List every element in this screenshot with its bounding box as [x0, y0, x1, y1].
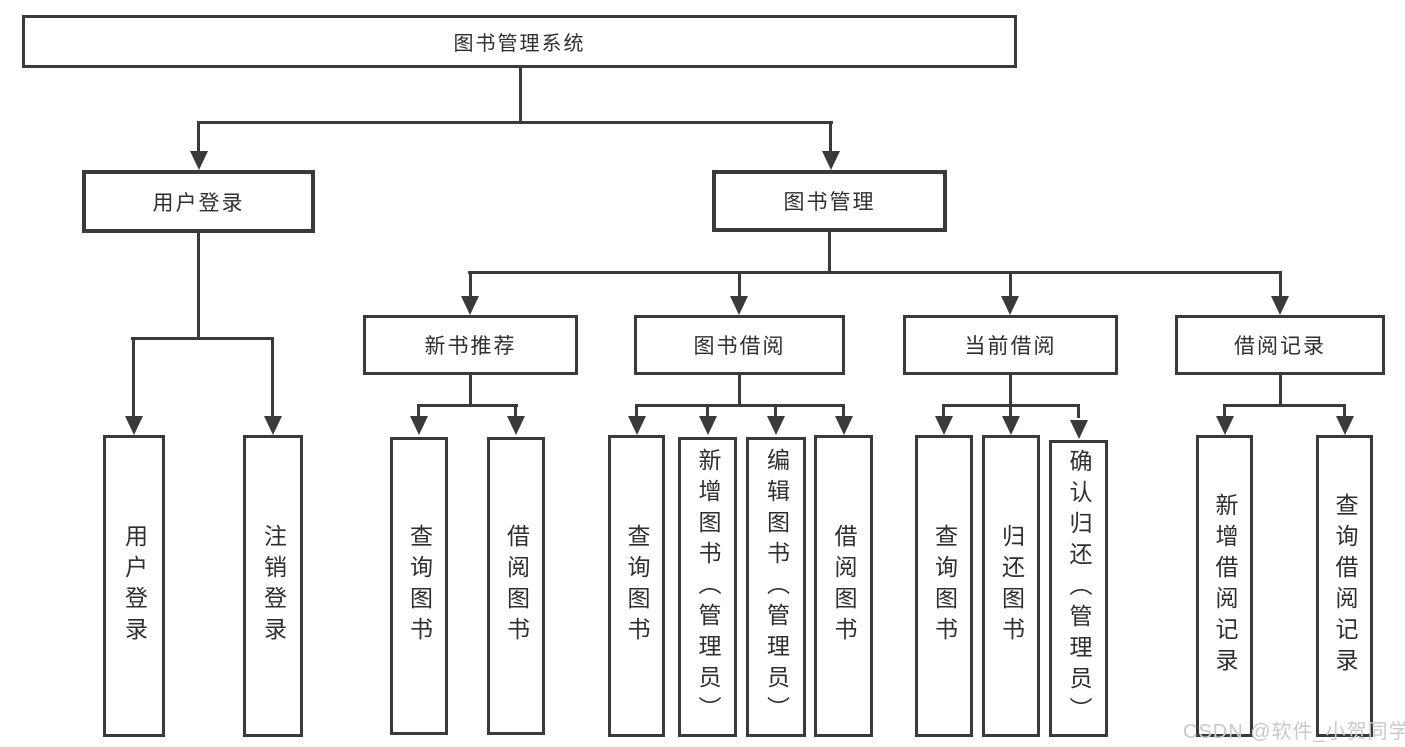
- connector-line: [1009, 404, 1012, 418]
- node-borrowing-records: 借阅记录: [1175, 315, 1385, 375]
- arrowhead-down-icon: [628, 416, 646, 435]
- arrowhead-down-icon: [461, 296, 479, 315]
- leaf-confirm-return-admin: 确认归还（管理员）: [1049, 440, 1108, 737]
- arrowhead-down-icon: [190, 151, 208, 170]
- leaf-query-books-3: 查询图书: [915, 435, 973, 737]
- connector-line: [197, 121, 833, 124]
- connector-line: [738, 271, 741, 298]
- connector-line: [738, 375, 741, 406]
- node-label: 当前借阅: [964, 335, 1057, 358]
- arrowhead-down-icon: [1216, 416, 1234, 435]
- node-label: 查询图书: [624, 524, 650, 648]
- arrowhead-down-icon: [1070, 420, 1088, 439]
- connector-line: [519, 68, 522, 124]
- leaf-edit-books-admin: 编辑图书（管理员）: [746, 437, 806, 737]
- leaf-add-books-admin: 新增图书（管理员）: [678, 437, 737, 737]
- arrowhead-down-icon: [507, 416, 525, 435]
- arrowhead-down-icon: [1336, 416, 1354, 435]
- node-user-login-branch: 用户登录: [82, 170, 315, 233]
- node-label: 查询图书: [406, 524, 433, 648]
- arrowhead-down-icon: [1271, 296, 1289, 315]
- connector-line: [468, 271, 1282, 274]
- leaf-query-books-2: 查询图书: [608, 435, 665, 737]
- connector-line: [1279, 271, 1282, 298]
- node-label: 借阅图书: [503, 524, 530, 648]
- node-label: 图书管理: [783, 191, 876, 214]
- node-label: 新书推荐: [424, 335, 517, 358]
- leaf-query-books-1: 查询图书: [390, 437, 448, 735]
- arrowhead-down-icon: [822, 151, 840, 170]
- connector-line: [1077, 404, 1080, 418]
- node-label: 用户登录: [152, 191, 245, 215]
- connector-line: [1009, 375, 1012, 406]
- node-label: 新增图书（管理员）: [695, 447, 721, 727]
- arrowhead-down-icon: [767, 416, 785, 435]
- arrowhead-down-icon: [125, 416, 143, 435]
- connector-line: [1343, 404, 1346, 418]
- arrowhead-down-icon: [1002, 416, 1020, 435]
- connector-line: [635, 404, 845, 407]
- node-book-management: 图书管理: [712, 170, 947, 232]
- node-label: 借阅图书: [831, 524, 857, 648]
- connector-line: [829, 121, 832, 153]
- node-book-borrowing: 图书借阅: [634, 315, 845, 375]
- node-label: 用户登录: [121, 524, 148, 648]
- connector-line: [635, 404, 638, 418]
- connector-line: [1279, 375, 1282, 406]
- node-label: 确认归还（管理员）: [1066, 449, 1092, 728]
- node-label: 编辑图书（管理员）: [763, 447, 790, 727]
- arrowhead-down-icon: [1001, 296, 1019, 315]
- connector-line: [132, 337, 135, 418]
- connector-line: [271, 337, 274, 418]
- node-label: 查询图书: [931, 524, 958, 648]
- connector-line: [131, 337, 274, 340]
- connector-line: [942, 404, 945, 418]
- arrowhead-down-icon: [699, 416, 717, 435]
- node-label: 查询借阅记录: [1332, 493, 1358, 679]
- leaf-add-borrow-record: 新增借阅记录: [1196, 435, 1253, 737]
- leaf-query-borrow-record: 查询借阅记录: [1316, 435, 1373, 737]
- connector-line: [1223, 404, 1226, 418]
- arrowhead-down-icon: [410, 416, 428, 435]
- connector-line: [197, 233, 200, 340]
- connector-line: [1009, 271, 1012, 298]
- connector-line: [469, 271, 472, 298]
- arrowhead-down-icon: [835, 416, 853, 435]
- connector-line: [828, 232, 831, 274]
- connector-line: [417, 404, 518, 407]
- connector-line: [469, 375, 472, 406]
- connector-line: [842, 404, 845, 418]
- node-label: 借阅记录: [1234, 335, 1326, 358]
- leaf-user-login: 用户登录: [103, 435, 165, 737]
- node-root-library-system: 图书管理系统: [22, 15, 1017, 68]
- node-label: 图书管理系统: [453, 33, 586, 55]
- node-current-borrowing: 当前借阅: [903, 315, 1118, 375]
- node-label: 注销登录: [260, 524, 287, 648]
- node-label: 图书借阅: [693, 335, 786, 358]
- arrowhead-down-icon: [730, 296, 748, 315]
- connector-line: [706, 404, 709, 418]
- node-label: 归还图书: [998, 524, 1025, 648]
- arrowhead-down-icon: [264, 416, 282, 435]
- node-new-book-recommendation: 新书推荐: [363, 315, 578, 375]
- leaf-logout: 注销登录: [243, 435, 303, 737]
- csdn-watermark: CSDN @软件_小贺同学: [1183, 721, 1405, 743]
- connector-line: [1223, 404, 1345, 407]
- connector-line: [417, 404, 420, 418]
- connector-line: [197, 121, 200, 153]
- leaf-borrow-books-2: 借阅图书: [814, 435, 873, 737]
- leaf-borrow-books-1: 借阅图书: [487, 437, 545, 735]
- leaf-return-books: 归还图书: [982, 435, 1040, 737]
- arrowhead-down-icon: [935, 416, 953, 435]
- node-label: 新增借阅记录: [1212, 493, 1238, 679]
- connector-line: [514, 404, 517, 418]
- connector-line: [774, 404, 777, 418]
